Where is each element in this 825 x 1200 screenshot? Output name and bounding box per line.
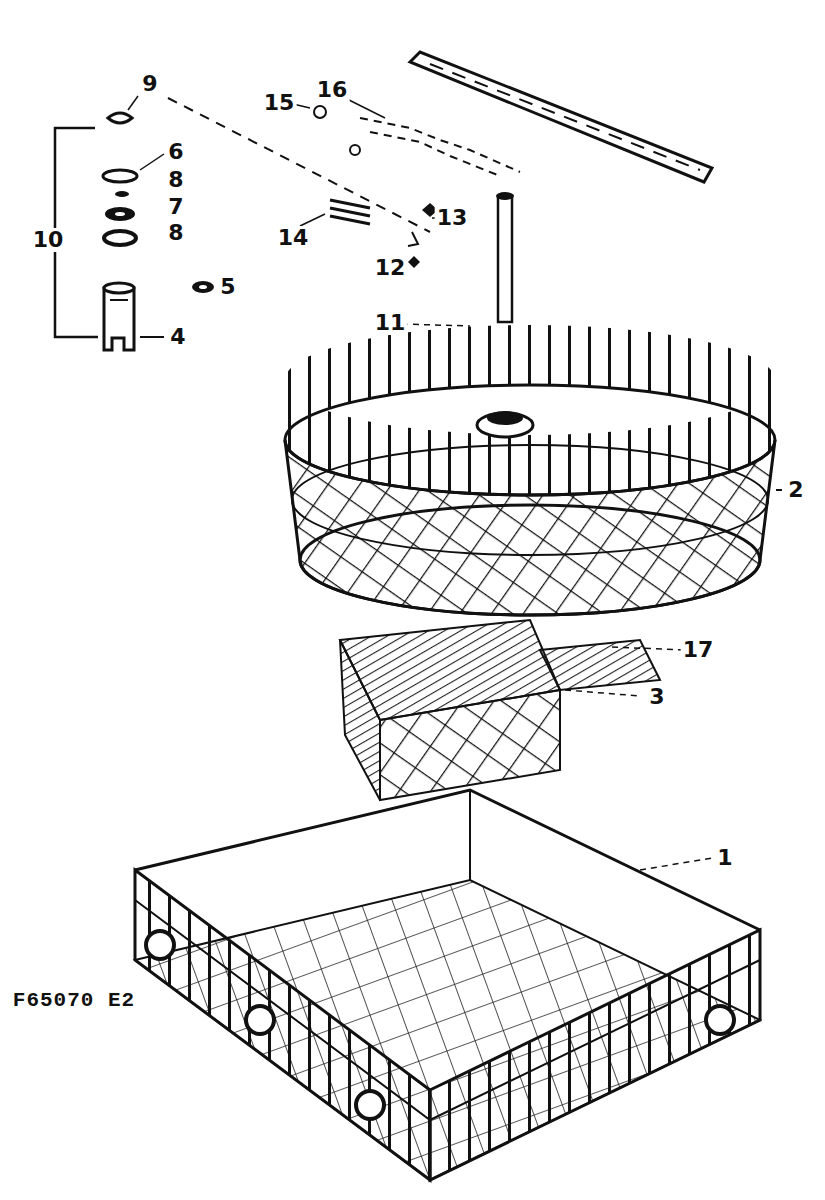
callout-number: 6: [166, 140, 185, 164]
callout-number: 7: [166, 195, 185, 219]
callout-number: 5: [218, 275, 237, 299]
callout-number: 9: [140, 72, 159, 96]
callout-number: 1: [715, 846, 734, 870]
callout-number: 12: [373, 256, 408, 280]
callout-number: 10: [31, 228, 66, 252]
callout-number: 2: [786, 478, 805, 502]
callout-number: 14: [276, 226, 311, 250]
callout-number: 16: [315, 78, 350, 102]
callout-number: 11: [373, 311, 408, 335]
figure-code: F65070 E2: [11, 989, 137, 1012]
callout-number: 3: [647, 685, 666, 709]
callout-number: 15: [262, 91, 297, 115]
callout-number: 13: [435, 206, 470, 230]
callout-number: 4: [168, 325, 187, 349]
callout-number: 17: [681, 638, 716, 662]
callout-number: 8: [166, 168, 185, 192]
callout-number: 8: [166, 221, 185, 245]
